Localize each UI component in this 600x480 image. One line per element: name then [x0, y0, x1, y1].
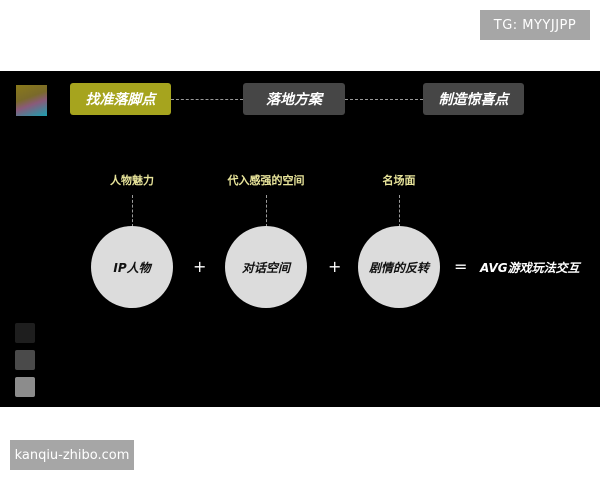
palette-swatch — [15, 350, 35, 370]
element-circle: 对话空间 — [225, 226, 307, 308]
attribute-connector — [132, 195, 133, 227]
palette-swatch — [15, 323, 35, 343]
attribute-connector — [399, 195, 400, 227]
slide-panel: 找准落脚点 落地方案 制造惊喜点 人物魅力 IP人物 + 代入感强的空间 对话空… — [0, 71, 600, 407]
attribute-connector — [266, 195, 267, 227]
attribute-label: 名场面 — [382, 174, 416, 187]
step-landing-plan: 落地方案 — [243, 83, 345, 115]
plus-operator: + — [328, 257, 342, 276]
formula-result: AVG游戏玩法交互 — [480, 261, 580, 275]
element-circle: 剧情的反转 — [358, 226, 440, 308]
equals-operator: = — [454, 257, 468, 276]
watermark-top: TG: MYYJJPP — [480, 10, 590, 40]
element-label: 剧情的反转 — [368, 260, 429, 275]
step-find-footing: 找准落脚点 — [70, 83, 171, 115]
attribute-label: 人物魅力 — [110, 174, 154, 187]
plus-operator: + — [193, 257, 207, 276]
connector-line — [345, 99, 423, 100]
element-circle: IP人物 — [91, 226, 173, 308]
palette-swatch — [15, 377, 35, 397]
connector-line — [171, 99, 243, 100]
watermark-bottom: kanqiu-zhibo.com — [10, 440, 134, 470]
logo-icon — [16, 85, 47, 116]
element-label: IP人物 — [113, 260, 151, 275]
step-create-surprise: 制造惊喜点 — [423, 83, 524, 115]
element-label: 对话空间 — [241, 260, 290, 275]
attribute-label: 代入感强的空间 — [227, 174, 305, 187]
